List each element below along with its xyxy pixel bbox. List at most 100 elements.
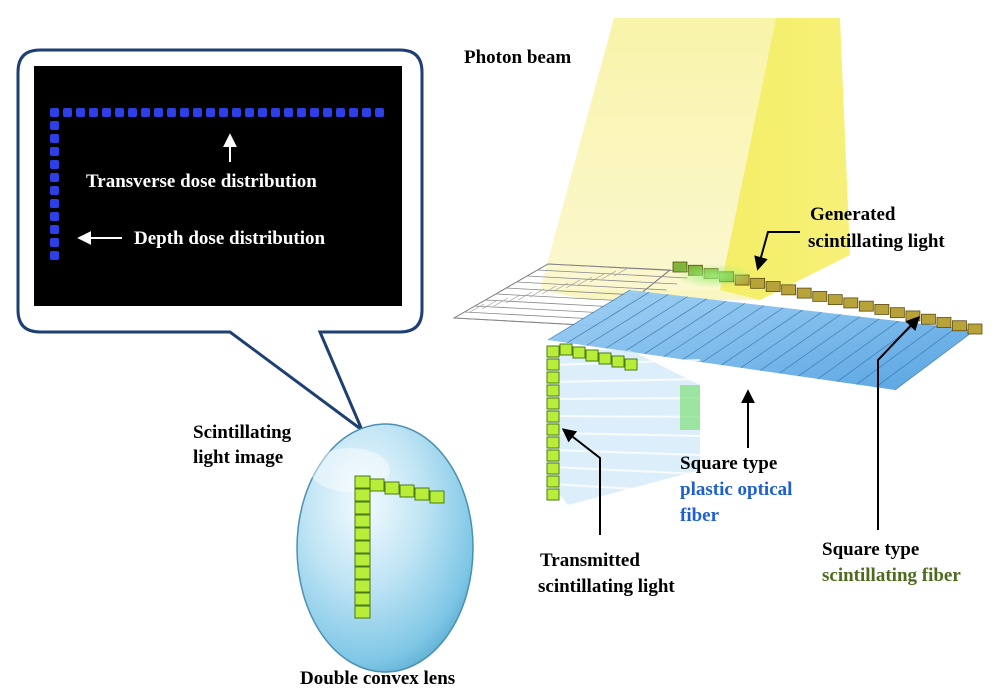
scint-cube [559, 343, 573, 356]
depth-dot [50, 186, 59, 195]
depth-dot [50, 238, 59, 247]
wire-segment [517, 291, 533, 301]
scint-fiber-cube [952, 320, 967, 332]
depth-dose-label: Depth dose distribution [134, 228, 326, 249]
scint-cube [546, 488, 560, 501]
scint-fiber-cube [843, 297, 859, 309]
pof-fiber-line [875, 327, 957, 388]
wire-segment [601, 270, 617, 280]
scint-fiber-cube [750, 277, 766, 289]
pof-fiber-line [740, 311, 822, 369]
generated-light-pointer [754, 231, 800, 271]
transmitted-label-1: Transmitted [540, 550, 640, 571]
scint-fiber-pointer [877, 315, 920, 530]
lens-image-cube [354, 540, 371, 554]
scint-fiber-cube [889, 307, 905, 319]
pof-fiber-line [624, 298, 707, 352]
transverse-dot [141, 108, 150, 117]
pof-fiber-line [817, 320, 899, 380]
vertical-pof-line [551, 397, 701, 400]
depth-dot [50, 251, 59, 260]
pof-fiber-line [644, 300, 727, 355]
pof-fiber-line [605, 296, 688, 349]
pof-fiber-line [701, 307, 784, 363]
scint-fiber-cube [967, 323, 983, 335]
transverse-dot [375, 108, 384, 117]
scint-fiber-cube [827, 294, 843, 306]
scint-cube [585, 349, 599, 362]
wire-segment [529, 288, 545, 298]
transverse-dot [128, 108, 137, 117]
scint-cube [546, 449, 560, 462]
lens-image-cube [354, 488, 371, 502]
pof-fiber-line [894, 329, 976, 391]
pof-fiber-line [567, 291, 650, 344]
vertical-pof-line [551, 449, 701, 456]
depth-dot [50, 160, 59, 169]
transverse-dot [50, 108, 59, 117]
lens-image-cube [369, 478, 385, 492]
transmitted-label-2: scintillating light [538, 576, 675, 597]
wire-segment [481, 300, 497, 310]
scint-fiber-cube [936, 317, 952, 328]
scintillation-image-panel [34, 66, 402, 306]
scint-cube [598, 352, 612, 365]
lens-image-cube [354, 514, 371, 528]
vertical-scintillator-column [546, 345, 560, 501]
lens-image-cube [384, 481, 400, 495]
wire-fiber [537, 269, 688, 279]
photon-beam-label: Photon beam [464, 47, 572, 68]
lens-image-cube [354, 527, 371, 541]
transverse-dot [271, 108, 280, 117]
transverse-dot [102, 108, 111, 117]
generated-light-glow [675, 264, 755, 288]
vertical-pof-line [551, 415, 701, 418]
transverse-dot [362, 108, 371, 117]
scint-cube [546, 410, 560, 423]
transverse-dot [167, 108, 176, 117]
transverse-dot [63, 108, 72, 117]
lens-image-cube [399, 484, 415, 498]
double-convex-lens [296, 423, 474, 673]
lens-label: Double convex lens [300, 668, 456, 689]
transverse-dot [297, 108, 306, 117]
pof-fiber-line [856, 325, 937, 385]
scint-cube [546, 475, 560, 488]
pof-label-2: plastic optical [680, 479, 793, 500]
pof-fiber-line [682, 305, 765, 360]
lens-image-cube [429, 490, 445, 504]
wire-segment [553, 282, 569, 292]
depth-dot [50, 134, 59, 143]
transmitted-light-pointer [561, 428, 601, 535]
dose-distribution-image [50, 108, 384, 260]
depth-dot [50, 121, 59, 130]
transverse-dot [193, 108, 202, 117]
scint-cube [572, 346, 586, 359]
depth-dot [50, 225, 59, 234]
generated-light-label-1: Generated [810, 204, 896, 225]
lens-image-cube [354, 579, 371, 593]
vertical-pof-line [551, 483, 701, 494]
scint-image-label-2: light image [193, 447, 284, 468]
pof-fiber-line [721, 309, 803, 366]
transverse-dot [89, 108, 98, 117]
lens-image-cube [354, 553, 371, 567]
transverse-dot [115, 108, 124, 117]
wire-fiber [516, 281, 667, 291]
wire-segment [577, 276, 593, 286]
fiber-layer [452, 261, 983, 391]
wire-fiber [527, 275, 678, 285]
pof-fiber-line [798, 318, 880, 377]
scint-image-label-1: Scintillating [193, 422, 292, 443]
depth-dot [50, 199, 59, 208]
wire-segment [541, 285, 557, 295]
horizontal-scintillator-row [559, 343, 638, 371]
wire-segment [493, 297, 509, 307]
pof-fiber-line [759, 314, 842, 371]
wire-segment [613, 267, 629, 277]
scint-cube [546, 358, 560, 371]
scint-cube [611, 355, 625, 368]
transverse-dot [349, 108, 358, 117]
lens-scintillation-image [354, 475, 445, 619]
